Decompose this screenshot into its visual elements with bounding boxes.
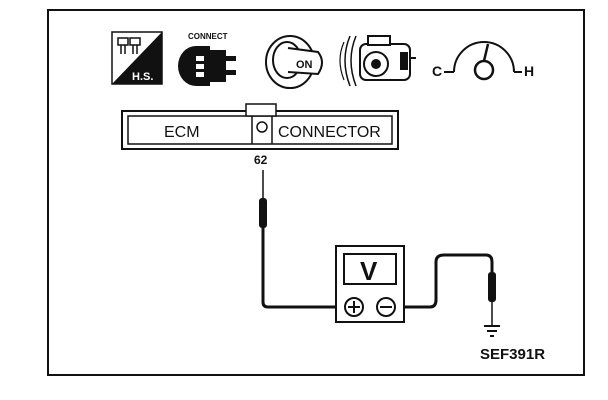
connect-label: CONNECT xyxy=(188,32,228,41)
connector-label: CONNECTOR xyxy=(278,124,381,141)
pin-number-label: 62 xyxy=(254,153,268,167)
ground-icon xyxy=(484,325,500,337)
voltmeter-label: V xyxy=(360,256,378,286)
hs-label: H.S. xyxy=(132,71,153,83)
ecm-label: ECM xyxy=(164,124,200,141)
negative-terminal-icon xyxy=(376,297,396,317)
hs-icon: H.S. xyxy=(111,31,163,85)
gauge-cold-label: C xyxy=(432,63,442,79)
ignition-on-icon: ON xyxy=(265,35,323,89)
ecm-connector: ECM CONNECTOR xyxy=(121,103,399,150)
ignition-label: ON xyxy=(296,59,313,71)
gauge-hot-label: H xyxy=(524,63,534,79)
positive-terminal-icon xyxy=(344,297,364,317)
engine-icon xyxy=(339,35,416,87)
voltmeter: V xyxy=(335,245,405,323)
connect-icon: CONNECT xyxy=(178,32,236,86)
positive-probe xyxy=(259,170,336,309)
temperature-gauge-icon: C H xyxy=(432,41,534,81)
negative-probe xyxy=(404,253,496,326)
reference-code: SEF391R xyxy=(480,346,545,363)
